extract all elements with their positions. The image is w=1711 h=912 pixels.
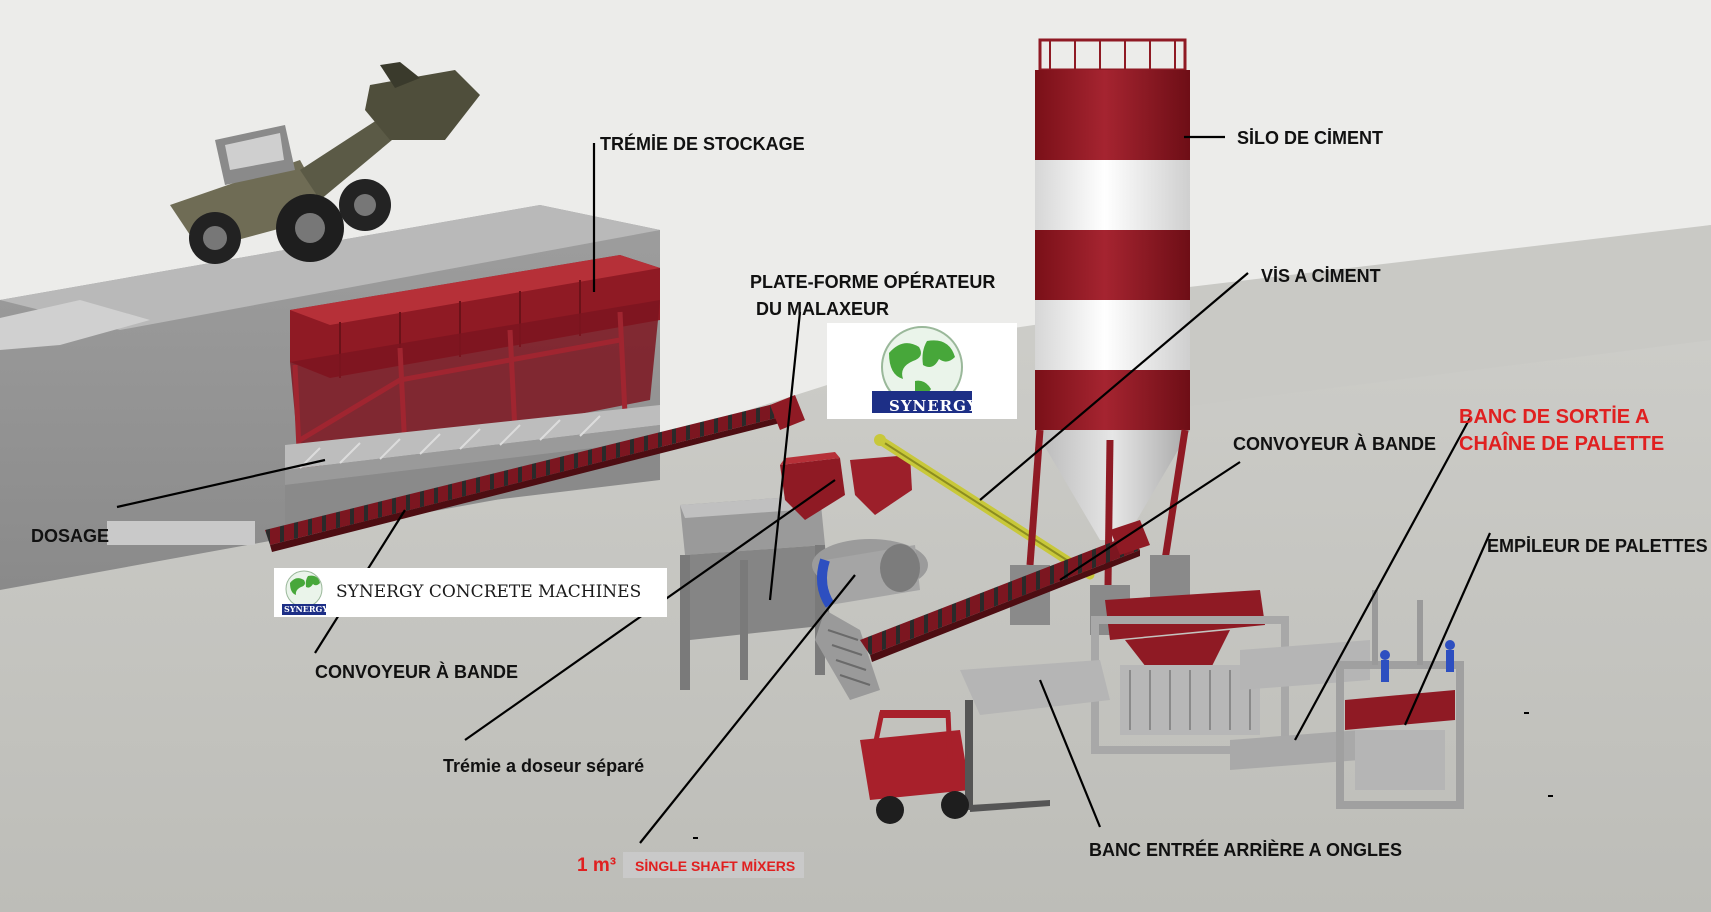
label-rear-entry-bench: BANC ENTRÉE ARRİÈRE A ONGLES <box>1089 840 1403 860</box>
left-banner-logo: SYNERGY SYNERGY CONCRETE MACHINES <box>274 568 667 617</box>
center-logo-brand: SYNERGY <box>889 397 979 415</box>
label-pallet-exit-bench-line1: BANC DE SORTİE A <box>1459 406 1650 428</box>
label-cement-screw: VİS A CİMENT <box>1261 266 1381 286</box>
label-operator-platform-line1: PLATE-FORME OPÉRATEUR <box>750 272 996 292</box>
cement-silo <box>1010 38 1190 635</box>
label-belt-conveyor-right: CONVOYEUR À BANDE <box>1233 434 1437 454</box>
back-ramp <box>1080 225 1711 420</box>
cement-screw-conveyor <box>874 434 1095 580</box>
globe-icon-small <box>282 570 326 615</box>
mixer-platform <box>680 495 880 700</box>
label-dosing-hopper: Trémie a doseur séparé <box>443 756 645 776</box>
stray-tick-marks <box>693 712 1553 839</box>
label-mixer-capacity: 1 m³ <box>577 855 617 876</box>
label-pallet-exit-bench: BANC DE SORTİE A CHAÎNE DE PALETTE <box>1459 406 1664 456</box>
label-storage-hopper: TRÉMİE DE STOCKAGE <box>600 134 805 154</box>
left-banner-small-brand: SYNERGY <box>284 604 329 614</box>
label-mixer-type: SİNGLE SHAFT MİXERS <box>635 858 796 874</box>
label-pallet-stacker: EMPİLEUR DE PALETTES <box>1487 536 1708 556</box>
single-shaft-mixer <box>812 539 928 608</box>
left-banner-brand: SYNERGY CONCRETE MACHINES <box>336 582 642 602</box>
label-pallet-exit-bench-line2: CHAÎNE DE PALETTE <box>1459 433 1665 455</box>
label-operator-platform: PLATE-FORME OPÉRATEUR DU MALAXEUR <box>750 272 995 319</box>
label-dosing: DOSAGE <box>31 526 110 546</box>
label-cement-silo: SİLO DE CİMENT <box>1237 128 1384 148</box>
dosage-grey-bar <box>107 521 255 545</box>
label-operator-platform-line2: DU MALAXEUR <box>756 298 889 319</box>
globe-icon <box>872 326 972 413</box>
label-belt-conveyor-left: CONVOYEUR À BANDE <box>315 662 519 682</box>
pallet-stacker <box>1336 590 1464 809</box>
block-making-machine <box>960 590 1370 770</box>
center-logo: SYNERGY <box>827 323 1017 419</box>
dosing-hoppers <box>780 452 912 520</box>
mixer-type-grey-bar <box>623 852 804 878</box>
incline-belt-conveyor-left <box>265 395 805 552</box>
wheel-loader <box>170 62 480 264</box>
forklift <box>860 700 1050 824</box>
